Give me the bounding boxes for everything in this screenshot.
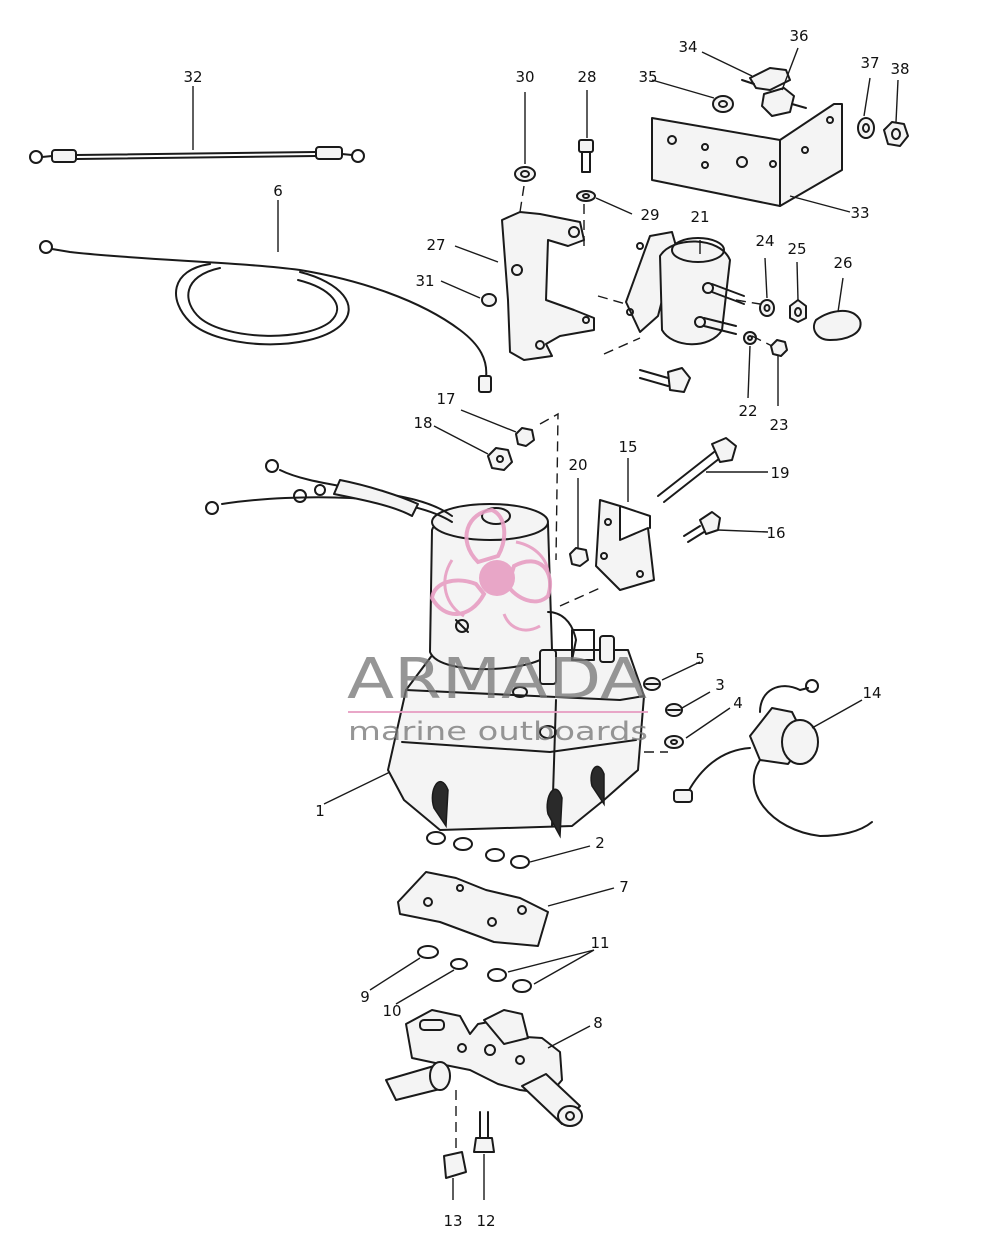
part-12-screw (473, 1111, 495, 1153)
callout-22: 22 (738, 402, 757, 420)
part-32-short-cable (29, 146, 365, 164)
callout-20: 20 (568, 456, 587, 474)
callout-26: 26 (833, 254, 852, 272)
callout-27: 27 (426, 236, 445, 254)
callout-25: 25 (787, 240, 806, 258)
callout-9: 9 (360, 988, 370, 1006)
part-6-coiled-cable (39, 240, 492, 393)
callout-14: 14 (862, 684, 881, 702)
callout-37: 37 (860, 54, 879, 72)
part-8-valve-body (385, 1009, 583, 1127)
part-14-switch (673, 679, 873, 837)
callout-24: 24 (755, 232, 774, 250)
callout-36: 36 (789, 27, 808, 45)
watermark-brand: ARMADA (347, 647, 647, 712)
part-31-grommet (481, 293, 497, 307)
callout-11: 11 (590, 934, 609, 952)
part-27-mounting-bracket (501, 211, 595, 361)
part-34-bolt (741, 67, 791, 91)
part-13-plug (443, 1151, 467, 1179)
callout-8: 8 (593, 1014, 603, 1032)
callout-33: 33 (850, 204, 869, 222)
callout-29: 29 (640, 206, 659, 224)
part-21-solenoid (625, 231, 745, 346)
callout-32: 32 (183, 68, 202, 86)
part-19-long-bolt (657, 437, 737, 503)
part-2-o-rings (426, 831, 530, 869)
part-28-screw (578, 139, 594, 173)
part-35-washer (712, 95, 734, 113)
callout-38: 38 (890, 60, 909, 78)
callout-30: 30 (515, 68, 534, 86)
callout-16: 16 (766, 524, 785, 542)
part-36-bolt (761, 87, 807, 117)
assembly-guide-lines (455, 185, 773, 1150)
callout-15: 15 (618, 438, 637, 456)
part-25-nut (789, 299, 807, 323)
callout-21: 21 (690, 208, 709, 226)
armada-logo-watermark: ARMADA marine outboards (347, 507, 648, 747)
part-38-nut (883, 121, 909, 147)
part-30-nut (514, 166, 536, 182)
part-7-plate (397, 871, 549, 947)
callout-34: 34 (678, 38, 697, 56)
callout-12: 12 (476, 1212, 495, 1230)
part-15-bracket (595, 499, 655, 591)
callout-leaders (192, 47, 899, 1200)
callout-2: 2 (595, 834, 605, 852)
part-5-screw (643, 677, 661, 691)
motor-wire-harness (205, 459, 453, 523)
callout-18: 18 (413, 414, 432, 432)
part-26-boot (812, 310, 862, 341)
part-10-o-ring (450, 958, 468, 970)
callout-17: 17 (436, 390, 455, 408)
callout-23: 23 (769, 416, 788, 434)
callout-10: 10 (382, 1002, 401, 1020)
part-20-nut (569, 547, 589, 567)
callout-13: 13 (443, 1212, 462, 1230)
part-4-washer (664, 735, 684, 749)
part-18-nut (487, 447, 513, 471)
part-3-screw (665, 703, 683, 717)
callout-3: 3 (715, 676, 725, 694)
callout-labels: 32 6 30 28 29 27 31 34 36 35 37 38 33 21… (183, 27, 909, 1230)
part-33-angle-bracket (651, 103, 843, 207)
callout-19: 19 (770, 464, 789, 482)
callout-28: 28 (577, 68, 596, 86)
propeller-logo-icon (429, 507, 552, 632)
callout-31: 31 (415, 272, 434, 290)
watermark-tagline: marine outboards (348, 717, 648, 747)
callout-7: 7 (619, 878, 629, 896)
part-37-lockwasher (857, 117, 875, 139)
part-16-bolt (683, 511, 721, 543)
part-11-o-rings (487, 968, 532, 993)
callout-1: 1 (315, 802, 325, 820)
callout-4: 4 (733, 694, 743, 712)
solenoid-bolt (639, 367, 691, 393)
part-24-washer (759, 299, 775, 317)
callout-35: 35 (638, 68, 657, 86)
part-17-nut (515, 427, 535, 447)
part-22-washer (743, 331, 757, 345)
callout-5: 5 (695, 650, 705, 668)
part-9-o-ring (417, 945, 439, 959)
part-23-nut (770, 339, 788, 357)
part-29-washer (576, 190, 596, 202)
callout-6: 6 (273, 182, 283, 200)
